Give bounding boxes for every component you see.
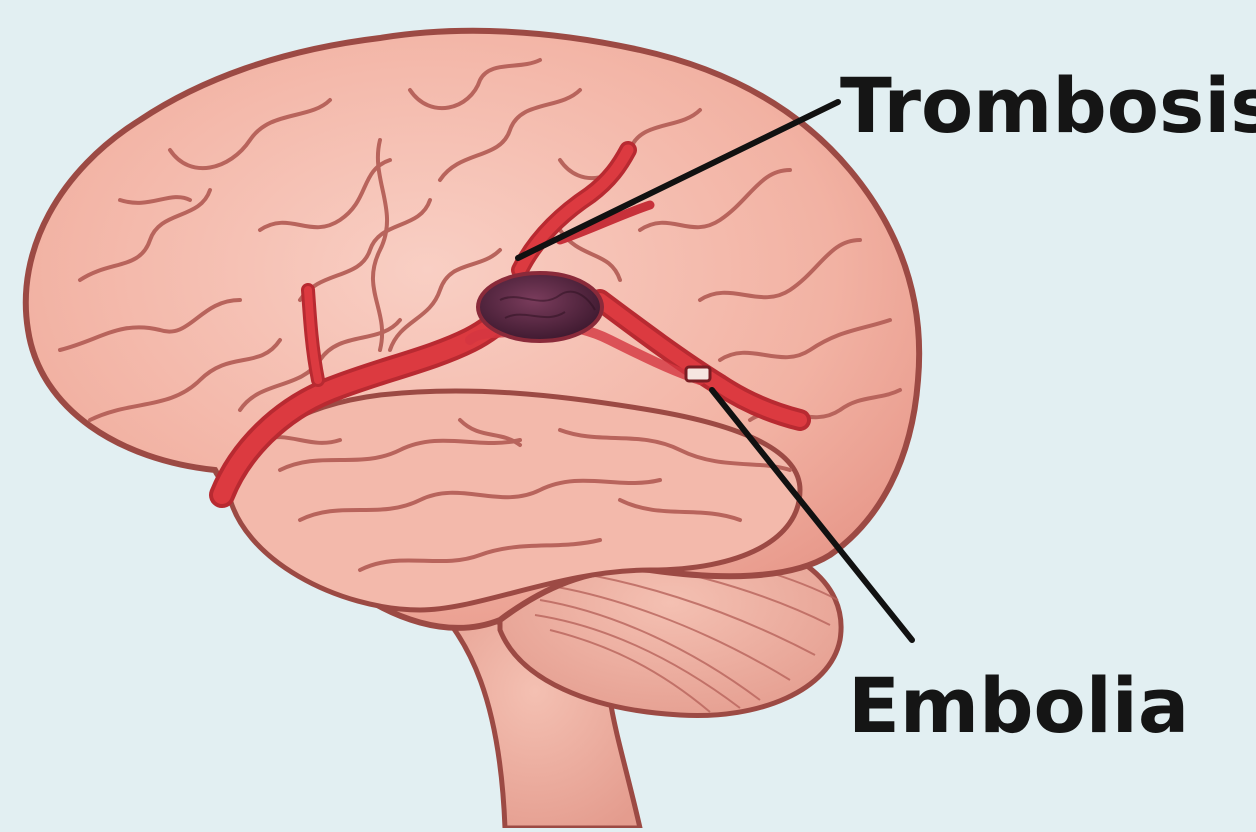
thrombus-clot bbox=[478, 273, 602, 341]
embolus bbox=[686, 367, 710, 381]
trombosis-label: Trombosis bbox=[840, 68, 1256, 144]
embolia-label: Embolia bbox=[848, 668, 1189, 744]
